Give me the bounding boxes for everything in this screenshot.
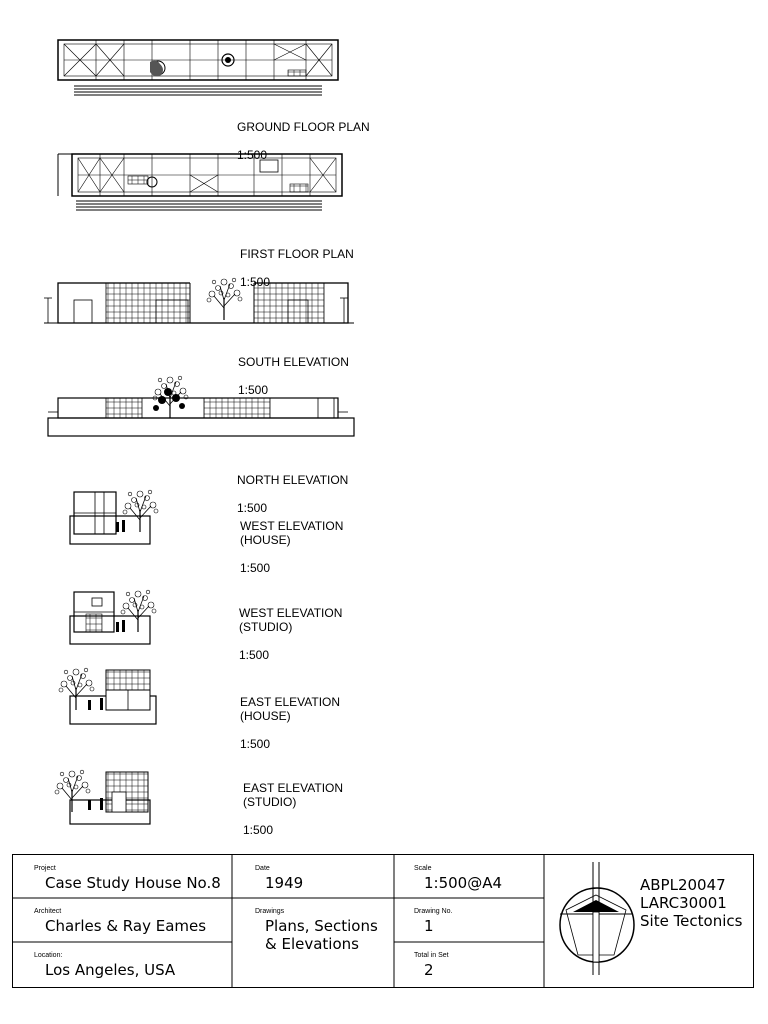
ground-floor-plan-label: GROUND FLOOR PLAN 1:500 [237,106,370,176]
south-elevation-label: SOUTH ELEVATION 1:500 [238,341,349,411]
drawing-scale: 1:500 [237,148,268,162]
east-elevation-studio-drawing [54,769,151,825]
drawing-title: WEST ELEVATION (STUDIO) [239,606,343,634]
course-code: ABPL20047 [640,876,726,894]
location-caption: Location: [34,952,63,959]
west-elevation-house-drawing [69,489,159,545]
total-in-set-value: 2 [424,961,434,979]
drawing-title: GROUND FLOOR PLAN [237,120,370,134]
drawing-scale: 1:500 [239,648,270,662]
drawing-title: WEST ELEVATION (HOUSE) [240,519,344,547]
west-elevation-studio-label: WEST ELEVATION (STUDIO) 1:500 [239,592,342,676]
first-floor-plan-label: FIRST FLOOR PLAN 1:500 [240,233,354,303]
drawings-caption: Drawings [255,908,285,915]
east-elevation-studio-label: EAST ELEVATION (STUDIO) 1:500 [243,767,343,851]
drawing-title: FIRST FLOOR PLAN [240,247,354,261]
architect-name: Charles & Ray Eames [45,917,207,935]
scale-caption: Scale [414,865,432,872]
total-in-set-caption: Total in Set [414,952,449,959]
drawing-sheet [44,39,355,825]
drawing-no-value: 1 [424,917,434,935]
drawings-value: Plans, Sections & Elevations [265,917,378,953]
drawing-scale: 1:500 [240,737,271,751]
drawing-scale: 1:500 [237,501,268,515]
ground-floor-plan-drawing [57,39,339,96]
south-elevation-drawing [44,277,354,324]
architect-caption: Architect [34,908,62,915]
location-value: Los Angeles, USA [45,961,176,979]
drawing-scale: 1:500 [240,275,271,289]
course-name: Site Tectonics [640,912,743,930]
east-elevation-house-drawing [58,667,157,725]
drawing-title: EAST ELEVATION (STUDIO) [243,781,344,809]
drawing-title: NORTH ELEVATION [237,473,349,487]
course-codes: ABPL20047 LARC30001 Site Tectonics [640,876,742,930]
drawing-scale: 1:500 [243,823,274,837]
course-code: LARC30001 [640,894,727,912]
east-elevation-house-label: EAST ELEVATION (HOUSE) 1:500 [240,681,340,765]
date-value: 1949 [265,874,304,892]
drawing-scale: 1:500 [238,383,269,397]
title-block [12,854,754,988]
north-elevation-label: NORTH ELEVATION 1:500 [237,459,348,529]
first-floor-plan-drawing [57,153,343,211]
west-elevation-house-label: WEST ELEVATION (HOUSE) 1:500 [240,505,343,589]
project-name: Case Study House No.8 [45,874,221,892]
drawing-scale: 1:500 [240,561,271,575]
north-elevation-drawing [47,375,355,437]
drawing-title: SOUTH ELEVATION [238,355,349,369]
date-caption: Date [255,865,270,872]
project-caption: Project [34,865,56,872]
west-elevation-studio-drawing [69,589,157,645]
scale-value: 1:500@A4 [424,874,503,892]
drawing-no-caption: Drawing No. [414,908,453,915]
drawing-title: EAST ELEVATION (HOUSE) [240,695,341,723]
